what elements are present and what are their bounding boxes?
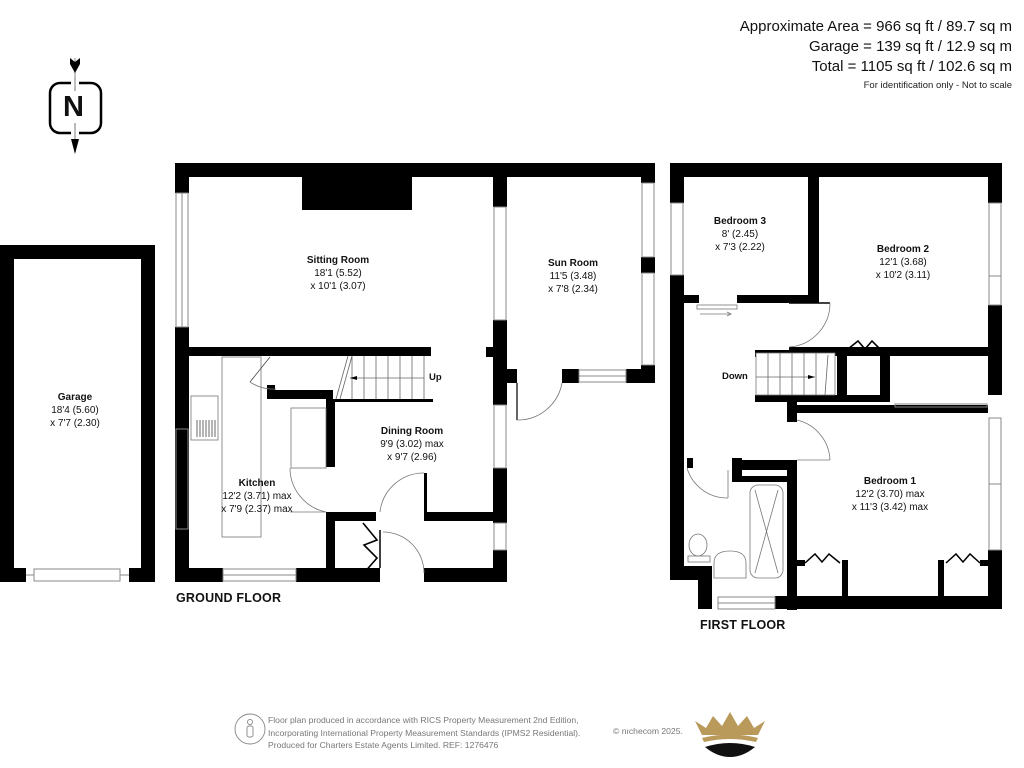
ground-floor-title: GROUND FLOOR xyxy=(176,591,282,605)
ground-floor-windows xyxy=(175,182,655,582)
footer-line-2: Incorporating International Property Mea… xyxy=(268,727,581,738)
stairs-up-label: Up xyxy=(429,372,442,383)
room-dining-room: Dining Room 9'9 (3.02) max x 9'7 (2.96) xyxy=(380,426,444,463)
garage-walls xyxy=(0,245,155,582)
room-bedroom-2: Bedroom 2 12'1 (3.68) x 10'2 (3.11) xyxy=(875,244,931,281)
garage-area: Garage = 139 sq ft / 12.9 sq m xyxy=(808,38,1012,55)
footer-disclaimer: Floor plan produced in accordance with R… xyxy=(268,714,580,752)
crown-logo-icon xyxy=(695,712,765,757)
area-summary: Approximate Area = 966 sq ft / 89.7 sq m… xyxy=(740,17,1012,94)
room-bedroom-3: Bedroom 3 8' (2.45) x 7'3 (2.22) xyxy=(713,216,767,253)
approximate-area: Approximate Area = 966 sq ft / 89.7 sq m xyxy=(739,18,1012,35)
room-sitting-room: Sitting Room 18'1 (5.52) x 10'1 (3.07) xyxy=(306,255,370,292)
footer-copyright: © nıchecom 2025. xyxy=(613,726,683,736)
footer-line-3: Produced for Charters Estate Agents Limi… xyxy=(268,740,499,750)
garage-door xyxy=(26,568,129,582)
room-bedroom-1: Bedroom 1 12'2 (3.70) max x 11'3 (3.42) … xyxy=(851,476,929,513)
person-icon xyxy=(234,713,266,745)
first-floor-fixtures xyxy=(686,302,981,579)
total-area: Total = 1105 sq ft / 102.6 sq m xyxy=(811,58,1012,75)
footer-line-1: Floor plan produced in accordance with R… xyxy=(268,715,579,725)
compass-north-label: N xyxy=(62,91,85,123)
room-kitchen: Kitchen 12'2 (3.71) max x 7'9 (2.37) max xyxy=(221,478,293,515)
first-floor-windows xyxy=(670,202,1002,610)
first-floor-walls xyxy=(670,163,1002,610)
stairs-down-label: Down xyxy=(722,371,748,382)
first-floor-title: FIRST FLOOR xyxy=(700,618,786,632)
room-garage: Garage 18'4 (5.60) x 7'7 (2.30) xyxy=(50,392,100,429)
ground-floor-walls xyxy=(175,163,655,582)
scale-note: For identification only - Not to scale xyxy=(863,80,1012,91)
room-sun-room: Sun Room 11'5 (3.48) x 7'8 (2.34) xyxy=(548,258,598,295)
ground-floor-fixtures xyxy=(190,355,563,575)
